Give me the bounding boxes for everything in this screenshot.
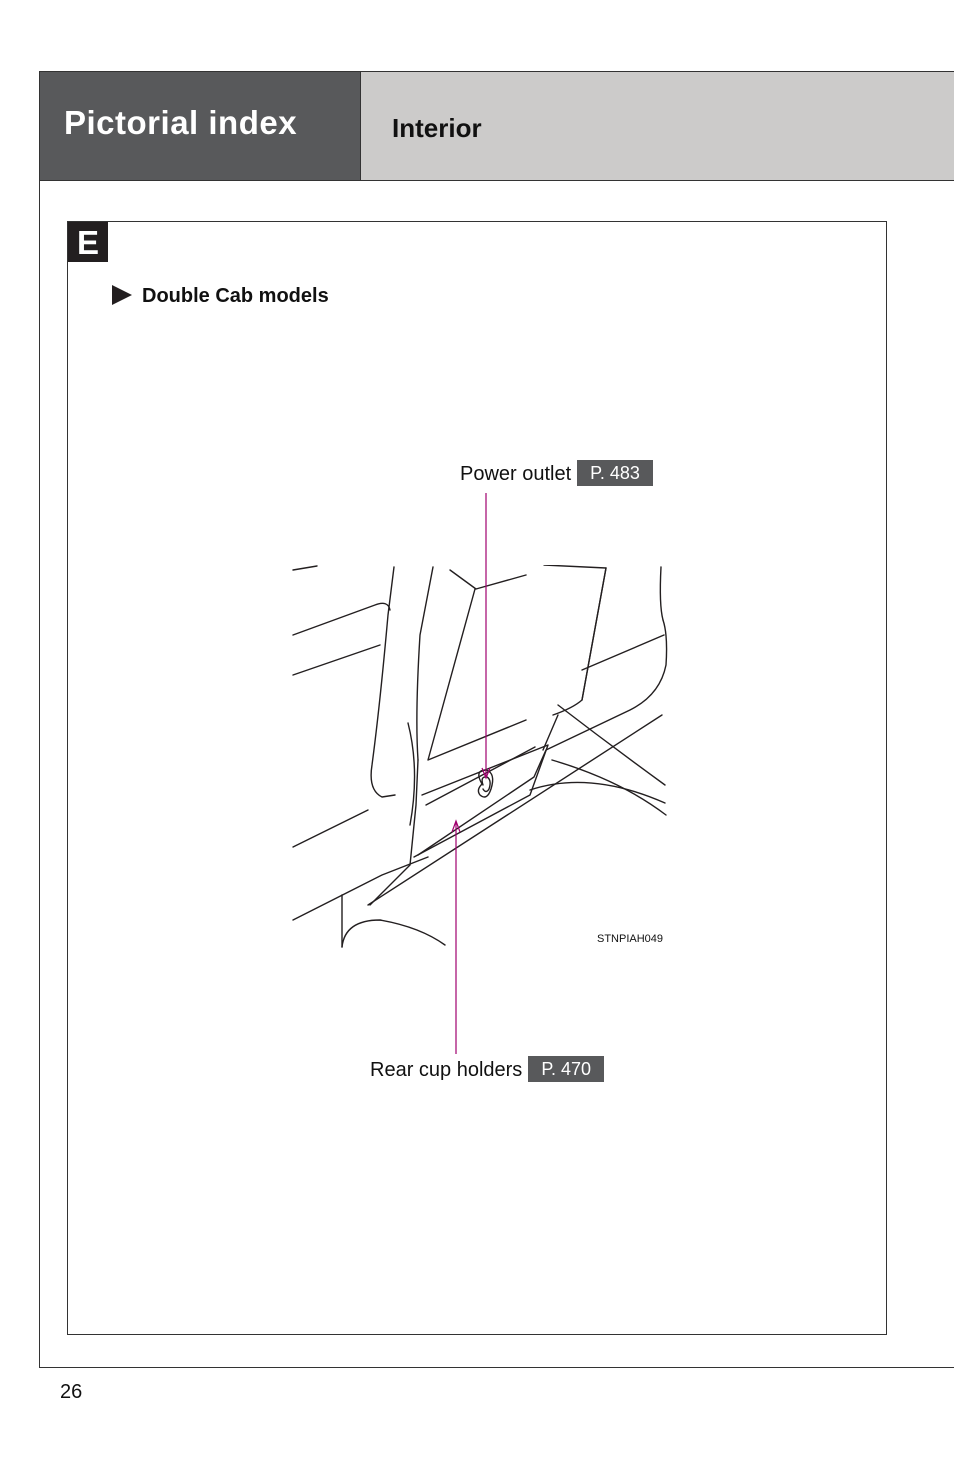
panel-badge: E [68, 222, 108, 262]
header-divider [360, 72, 361, 180]
model-heading: Double Cab models [112, 285, 329, 308]
page-reference-badge[interactable]: P. 470 [528, 1056, 605, 1082]
section-header: Pictorial index [40, 72, 360, 180]
page-frame [39, 71, 954, 1368]
cup-holder-arrowhead-icon [451, 819, 461, 833]
index-panel [67, 221, 887, 1335]
subsection-header: Interior [361, 72, 954, 180]
subsection-title: Interior [392, 113, 482, 143]
callout-label: Power outlet [460, 463, 572, 485]
figure-code: STNPIAH049 [597, 933, 664, 945]
header-rule [40, 180, 954, 181]
section-title: Pictorial index [64, 104, 298, 141]
triangle-bullet-icon [112, 285, 132, 305]
model-label: Double Cab models [142, 285, 329, 307]
callout-label: Rear cup holders [370, 1059, 523, 1081]
page-reference-badge[interactable]: P. 483 [577, 460, 653, 486]
page-number: 26 [60, 1381, 83, 1403]
rear-console-illustration [292, 565, 668, 948]
power-outlet-arrowhead-icon [481, 767, 491, 780]
